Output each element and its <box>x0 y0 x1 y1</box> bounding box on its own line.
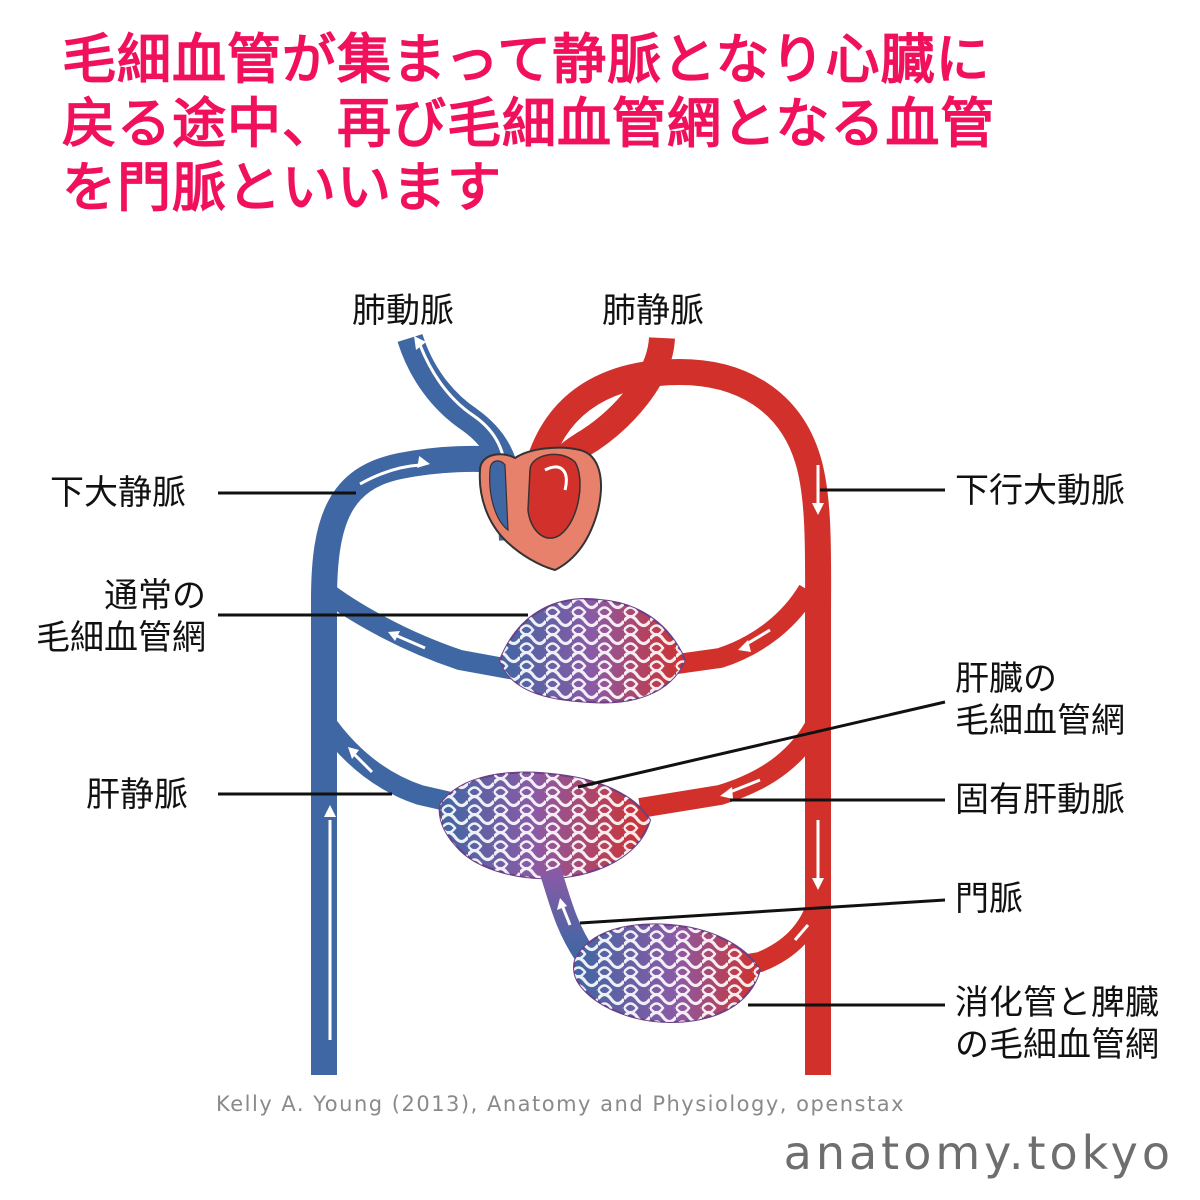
inferior-vena-cava <box>311 445 502 1075</box>
normal-venous-return <box>317 582 517 680</box>
normal-arterial-branch <box>668 584 817 675</box>
leader-lines <box>218 488 946 1007</box>
label-normal-capillary-line-2: 毛細血管網 <box>36 618 206 658</box>
site-name: anatomy.tokyo <box>783 1126 1174 1180</box>
hepatic-vein-vessel <box>315 714 458 813</box>
label-inferior-vena-cava: 下大静脈 <box>50 473 186 513</box>
label-pulmonary-vein: 肺静脈 <box>602 291 704 331</box>
portal-vein-vessel <box>539 866 595 962</box>
hepatic-artery-vessel <box>638 715 827 818</box>
label-liver-capillary-line-2: 毛細血管網 <box>955 701 1125 741</box>
label-gut-spleen-line-2: の毛細血管網 <box>955 1025 1159 1065</box>
aortic-arch-and-descending-aorta <box>527 358 832 1075</box>
label-descending-aorta: 下行大動脈 <box>955 471 1125 511</box>
label-gut-spleen-capillary: 消化管と脾臓 の毛細血管網 <box>955 982 1159 1066</box>
gut-spleen-capillary-bed <box>573 923 762 1024</box>
headline-line-1: 毛細血管が集まって静脈となり心臓に <box>62 28 991 91</box>
label-normal-capillary-line-1: 通常の <box>104 576 206 616</box>
label-portal-vein: 門脈 <box>955 879 1023 919</box>
headline-line-2: 戻る途中、再び毛細血管網となる血管 <box>62 92 996 155</box>
image-credit: Kelly A. Young (2013), Anatomy and Physi… <box>216 1092 906 1116</box>
label-hepatic-artery: 固有肝動脈 <box>955 780 1125 820</box>
label-gut-spleen-line-1: 消化管と脾臓 <box>955 983 1159 1023</box>
leader-liver-capillary <box>577 700 946 789</box>
label-liver-capillary: 肝臓の 毛細血管網 <box>955 658 1125 742</box>
liver-capillary-bed <box>438 771 652 880</box>
label-normal-capillary: 通常の 毛細血管網 <box>10 575 206 659</box>
heart <box>478 446 602 572</box>
label-hepatic-vein: 肝静脈 <box>86 775 188 815</box>
leader-portal-vein <box>579 898 946 925</box>
label-liver-capillary-line-1: 肝臓の <box>955 659 1057 699</box>
normal-capillary-bed <box>498 598 687 704</box>
headline: 毛細血管が集まって静脈となり心臓に 戻る途中、再び毛細血管網となる血管 を門脈と… <box>62 28 1172 220</box>
gut-arterial-branch <box>733 897 828 976</box>
headline-line-3: を門脈といいます <box>62 156 502 219</box>
label-pulmonary-artery: 肺動脈 <box>352 291 454 331</box>
